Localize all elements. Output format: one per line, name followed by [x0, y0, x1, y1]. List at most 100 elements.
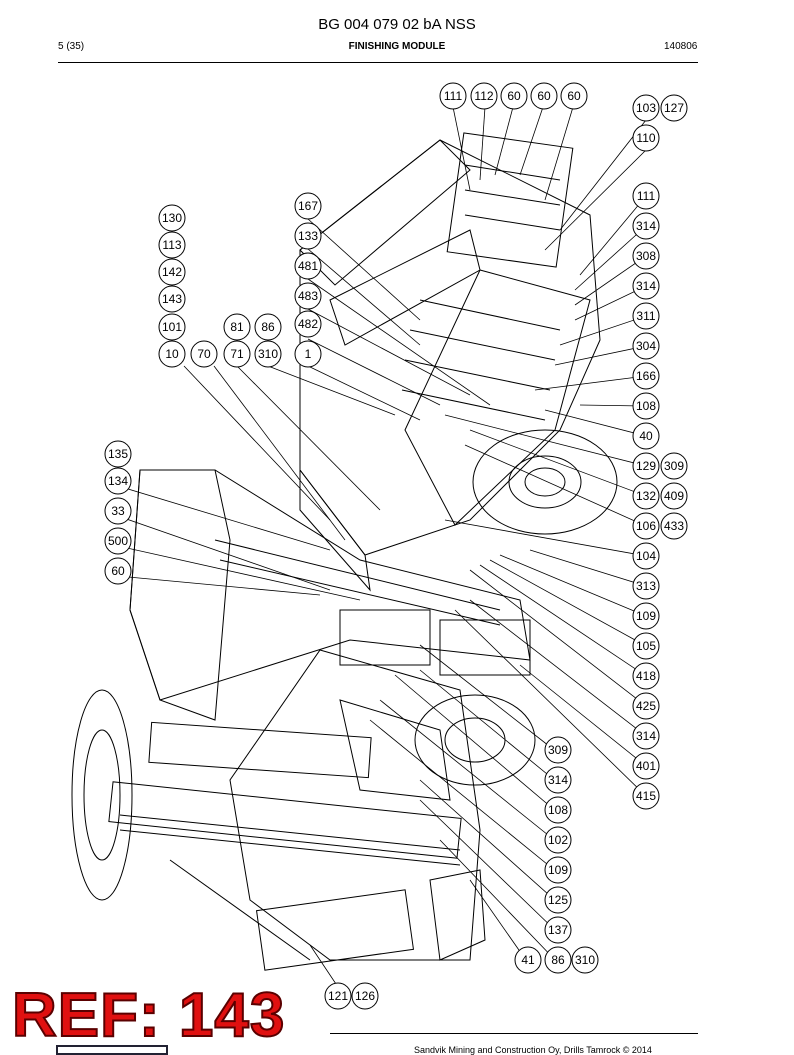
svg-text:113: 113: [162, 238, 181, 252]
main-frame: [129, 469, 531, 701]
callout-102: 102: [544, 826, 572, 854]
callout-81: 81: [223, 313, 251, 341]
svg-text:130: 130: [162, 211, 182, 225]
svg-text:33: 33: [111, 504, 125, 518]
callout-311: 311: [632, 302, 660, 330]
callout-1: 1: [294, 340, 322, 368]
svg-text:41: 41: [521, 953, 535, 967]
svg-text:308: 308: [636, 249, 656, 263]
callout-110: 110: [632, 124, 660, 152]
left-panel: [129, 469, 231, 721]
svg-text:110: 110: [636, 131, 655, 145]
leader-lines: [117, 106, 647, 988]
callout-33: 33: [104, 497, 132, 525]
svg-text:304: 304: [636, 339, 656, 353]
callout-409: 409: [660, 482, 688, 510]
callout-304: 304: [632, 332, 660, 360]
svg-text:418: 418: [636, 669, 656, 683]
callout-137: 137: [544, 916, 572, 944]
svg-text:483: 483: [298, 289, 318, 303]
svg-text:111: 111: [637, 189, 656, 203]
svg-text:415: 415: [636, 789, 656, 803]
svg-text:71: 71: [230, 347, 244, 361]
svg-text:10: 10: [165, 347, 179, 361]
svg-text:166: 166: [636, 369, 656, 383]
svg-text:109: 109: [636, 609, 656, 623]
callout-142: 142: [158, 258, 186, 286]
svg-text:314: 314: [636, 279, 656, 293]
svg-text:142: 142: [162, 265, 182, 279]
callout-415: 415: [632, 782, 660, 810]
callout-106: 106: [632, 512, 660, 540]
callout-111: 111: [632, 182, 660, 210]
cabin-roof-panel: [299, 139, 471, 286]
svg-text:314: 314: [636, 729, 656, 743]
callout-125: 125: [544, 886, 572, 914]
callout-433: 433: [660, 512, 688, 540]
callout-310: 310: [254, 340, 282, 368]
callout-86: 86: [544, 946, 572, 974]
svg-text:81: 81: [230, 320, 244, 334]
svg-text:167: 167: [298, 199, 318, 213]
callout-121: 121: [324, 982, 352, 1010]
callout-127: 127: [660, 94, 688, 122]
rotation-disc: [71, 689, 133, 901]
svg-text:425: 425: [636, 699, 656, 713]
section-title: FINISHING MODULE: [348, 41, 446, 52]
callout-103: 103: [632, 94, 660, 122]
svg-text:133: 133: [298, 229, 318, 243]
svg-text:60: 60: [507, 89, 521, 103]
callout-60: 60: [530, 82, 558, 110]
svg-text:134: 134: [108, 474, 128, 488]
svg-text:409: 409: [664, 489, 684, 503]
svg-text:1: 1: [305, 347, 312, 361]
svg-text:60: 60: [537, 89, 551, 103]
callout-10: 10: [158, 340, 186, 368]
svg-text:129: 129: [636, 459, 656, 473]
svg-text:481: 481: [298, 259, 318, 273]
callout-482: 482: [294, 310, 322, 338]
svg-text:105: 105: [636, 639, 656, 653]
callout-401: 401: [632, 752, 660, 780]
callout-314: 314: [632, 272, 660, 300]
callout-109: 109: [632, 602, 660, 630]
svg-text:310: 310: [575, 953, 595, 967]
callout-111: 111: [439, 82, 467, 110]
svg-text:125: 125: [548, 893, 568, 907]
callout-71: 71: [223, 340, 251, 368]
svg-text:86: 86: [551, 953, 565, 967]
callout-112: 112: [470, 82, 498, 110]
svg-text:121: 121: [328, 989, 348, 1003]
cabin-body: [299, 139, 601, 556]
svg-text:103: 103: [636, 101, 656, 115]
svg-text:108: 108: [548, 803, 568, 817]
upper-tire: [472, 429, 618, 535]
svg-text:433: 433: [664, 519, 684, 533]
callout-133: 133: [294, 222, 322, 250]
callout-167: 167: [294, 192, 322, 220]
svg-text:314: 314: [548, 773, 568, 787]
callout-60: 60: [500, 82, 528, 110]
callout-418: 418: [632, 662, 660, 690]
callout-481: 481: [294, 252, 322, 280]
callout-113: 113: [158, 231, 186, 259]
callout-166: 166: [632, 362, 660, 390]
callout-129: 129: [632, 452, 660, 480]
svg-text:143: 143: [162, 292, 182, 306]
callout-126: 126: [351, 982, 379, 1010]
reference-stamp: REF: 143: [11, 981, 286, 1050]
svg-text:310: 310: [258, 347, 278, 361]
callout-130: 130: [158, 204, 186, 232]
callout-109: 109: [544, 856, 572, 884]
callout-108: 108: [632, 392, 660, 420]
callout-309: 309: [544, 736, 572, 764]
callout-60: 60: [560, 82, 588, 110]
svg-text:40: 40: [639, 429, 653, 443]
callout-143: 143: [158, 285, 186, 313]
footer-rule: [330, 1033, 698, 1034]
callout-483: 483: [294, 282, 322, 310]
svg-text:60: 60: [567, 89, 581, 103]
svg-text:309: 309: [664, 459, 684, 473]
callout-108: 108: [544, 796, 572, 824]
